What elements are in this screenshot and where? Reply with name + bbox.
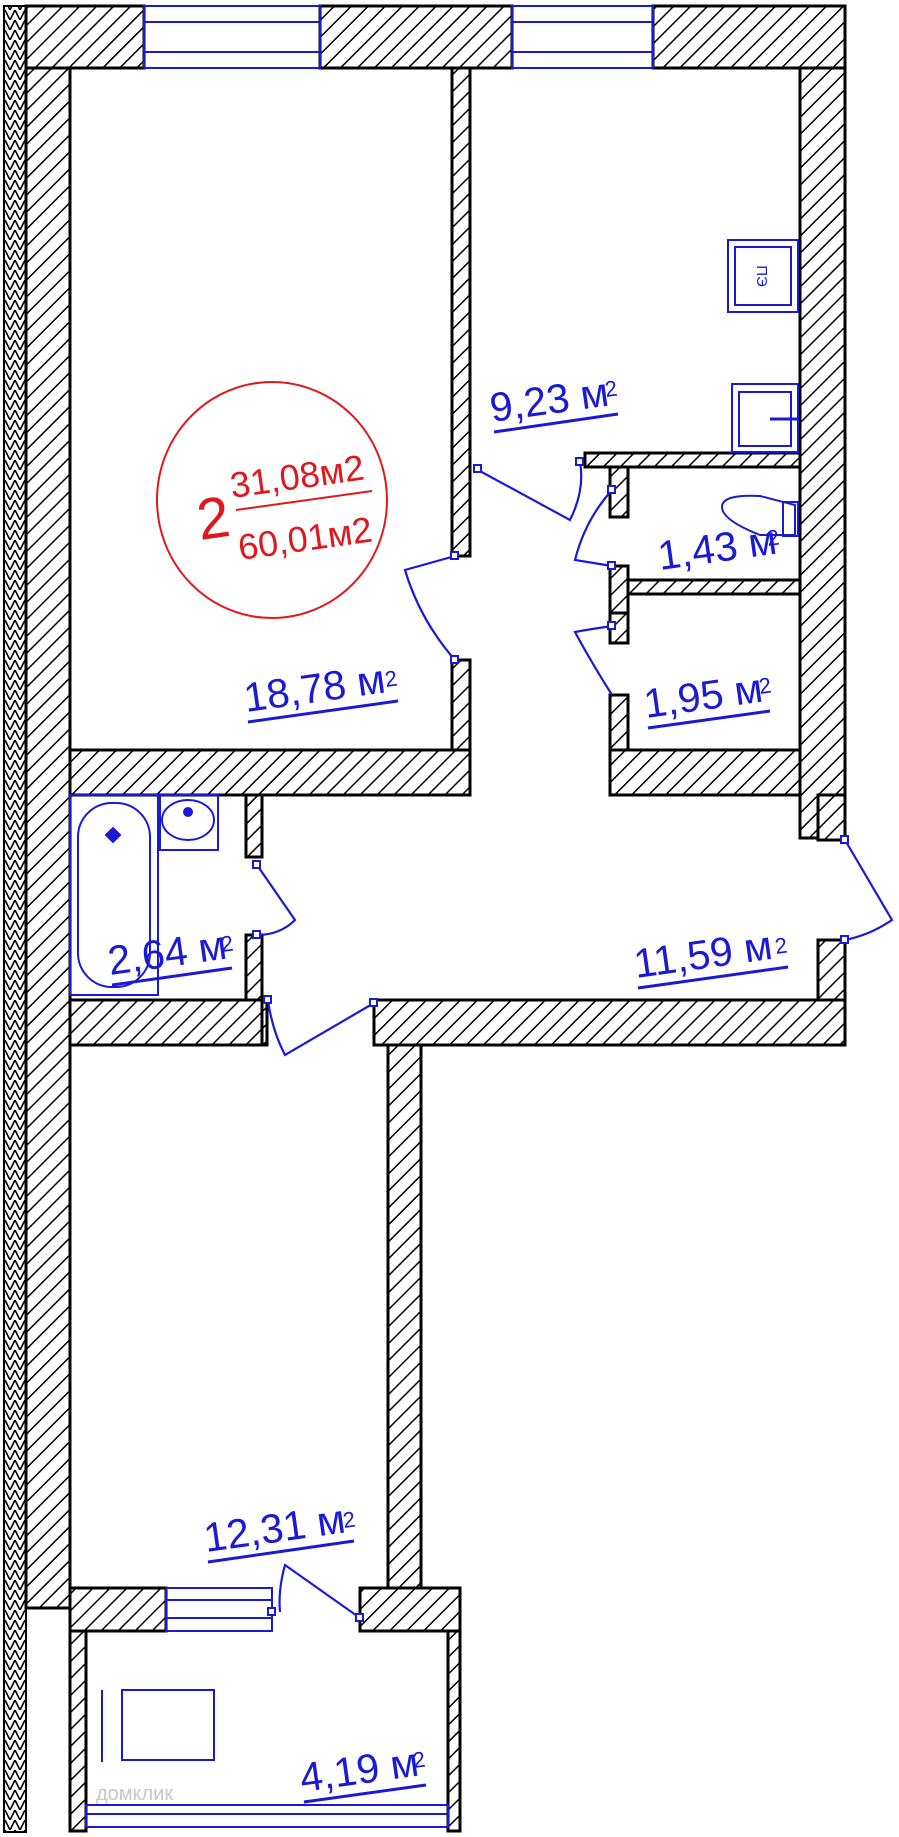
area-storage: 1,95 м <box>641 665 766 727</box>
fixtures <box>69 239 799 1762</box>
wall-storage-left-low <box>608 693 630 752</box>
area-labels: 18,78 м 2 9,23 м 2 1,43 м 2 1,95 м 2 2,6… <box>105 369 789 1804</box>
wall-right-stub <box>816 793 847 842</box>
area-room-small-sup: 2 <box>341 1506 357 1532</box>
windows <box>85 5 654 1828</box>
area-loggia: 4,19 м <box>297 1739 422 1801</box>
area-kitchen: 9,23 м <box>487 369 612 431</box>
wall-loggia-top-right <box>358 1586 462 1633</box>
door-small-room <box>266 999 375 1057</box>
window-loggia-outer <box>85 1804 449 1828</box>
door-wc <box>573 489 613 568</box>
stamp-living-area: 31,08м2 <box>227 447 366 506</box>
wall-storage-bottom <box>608 748 802 797</box>
area-hallway: 11,59 м <box>631 922 775 987</box>
wall-bath-right <box>244 793 264 859</box>
window-loggia-inner <box>165 1587 273 1632</box>
wall-left-outer <box>24 66 72 1610</box>
facade-strip <box>3 5 27 1833</box>
door-room-large <box>403 554 456 661</box>
stamp-total-area: 60,01м2 <box>235 509 374 568</box>
door-storage <box>573 624 613 696</box>
toilet <box>720 494 796 536</box>
wall-loggia-top-left <box>68 1586 168 1633</box>
area-hallway-sup: 2 <box>773 932 789 958</box>
bathtub <box>69 794 159 996</box>
stamp-rooms: 2 <box>193 484 234 553</box>
washbasin <box>159 794 219 851</box>
door-hall-right <box>844 839 894 942</box>
wall-right-outer-upper <box>798 66 847 840</box>
door-kitchen <box>477 461 583 522</box>
stove-label: ПЭ <box>753 265 770 287</box>
stamp-circle <box>156 381 388 619</box>
stamp-divider <box>235 490 373 511</box>
window-room-top <box>143 5 321 69</box>
stove <box>727 239 799 313</box>
wall-bath-stub <box>260 998 269 1047</box>
area-wc: 1,43 м <box>655 517 780 579</box>
watermark: домклик <box>96 1783 173 1805</box>
wall-top-left <box>24 4 146 70</box>
wall-wc-storage <box>626 578 802 596</box>
wall-kitchen-bottom <box>583 451 802 469</box>
apartment-stamp: 2 31,08м2 60,01м2 <box>156 381 388 619</box>
area-storage-sup: 2 <box>757 672 773 698</box>
wall-top-right <box>651 4 847 70</box>
window-kitchen-top <box>511 5 654 69</box>
wall-room-kitchen <box>450 66 472 558</box>
wall-bath-bottom <box>68 998 264 1047</box>
area-room-large-sup: 2 <box>383 665 399 691</box>
area-bathroom-sup: 2 <box>219 930 235 956</box>
wall-small-room-right <box>386 1043 423 1592</box>
wall-top-mid <box>318 4 514 70</box>
area-room-large: 18,78 м <box>241 656 388 721</box>
area-kitchen-sup: 2 <box>603 375 619 401</box>
area-bathroom: 2,64 м <box>105 922 230 984</box>
doors <box>256 461 894 1619</box>
wall-hall-bottom <box>372 998 847 1047</box>
door-hinges <box>252 457 849 1622</box>
door-loggia <box>278 1563 361 1619</box>
loggia-table <box>121 1689 215 1761</box>
wall-loggia-right <box>446 1629 462 1833</box>
area-loggia-sup: 2 <box>411 1746 427 1772</box>
wall-loggia-left <box>68 1629 88 1833</box>
door-bathroom <box>256 864 297 937</box>
wall-wc-left-bottom <box>608 564 630 615</box>
area-wc-sup: 2 <box>765 524 781 550</box>
wall-under-room <box>68 748 472 797</box>
wall-bath-right-low <box>244 933 264 1002</box>
